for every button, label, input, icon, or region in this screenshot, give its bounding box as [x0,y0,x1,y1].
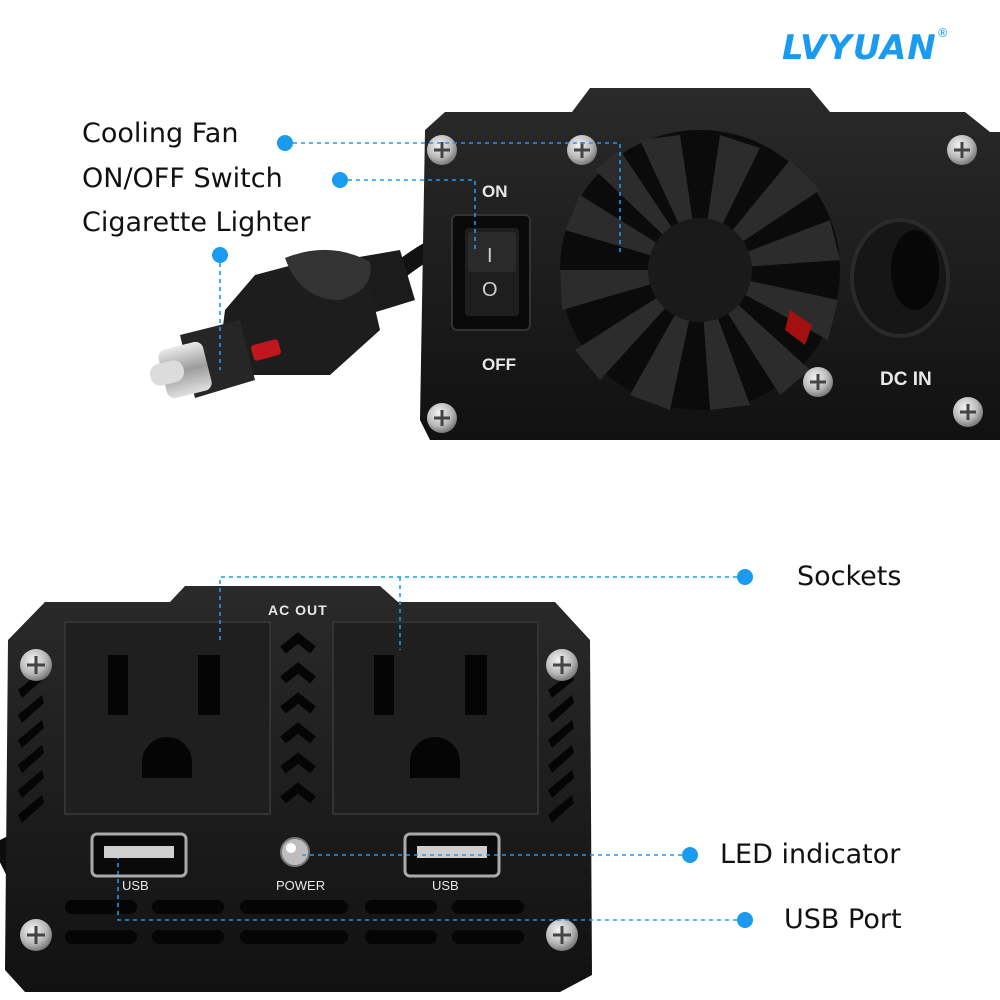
callout-dot-on-off-switch [332,172,348,188]
callout-led-indicator: LED indicator [720,839,901,870]
callout-leaders [117,142,745,921]
usb-left-label: USB [122,878,149,893]
usb-right-label: USB [432,878,459,893]
power-label: POWER [276,878,325,893]
inverter-front-panel [0,586,592,992]
callout-dot-cooling-fan [277,135,293,151]
callout-cooling-fan: Cooling Fan [82,118,239,149]
inverter-back-panel [420,88,1000,440]
callout-dot-usb-port [737,912,753,928]
callout-dot-led-indicator [682,847,698,863]
fan-grille [560,135,840,410]
screws-bottom [20,649,578,951]
callout-dot-cigarette-lighter [212,247,228,263]
brand-name: LVYUAN [782,28,937,68]
switch-off-label: OFF [482,355,516,374]
callout-dot-sockets [737,569,753,585]
switch-off-glyph: O [482,279,498,301]
dc-in-label: DC IN [880,369,932,390]
switch-on-glyph: I [487,245,493,267]
callout-on-off-switch: ON/OFF Switch [82,163,283,194]
cigarette-lighter-plug [149,241,435,399]
ac-out-label: AC OUT [268,602,328,618]
callout-usb-port: USB Port [784,904,902,935]
callout-cigarette-lighter: Cigarette Lighter [82,207,311,238]
callout-sockets: Sockets [797,561,902,592]
switch-on-label: ON [482,182,508,201]
screws-top [427,135,983,433]
registered-mark: ® [936,26,950,40]
brand-logo: LVYUAN® [782,26,950,68]
